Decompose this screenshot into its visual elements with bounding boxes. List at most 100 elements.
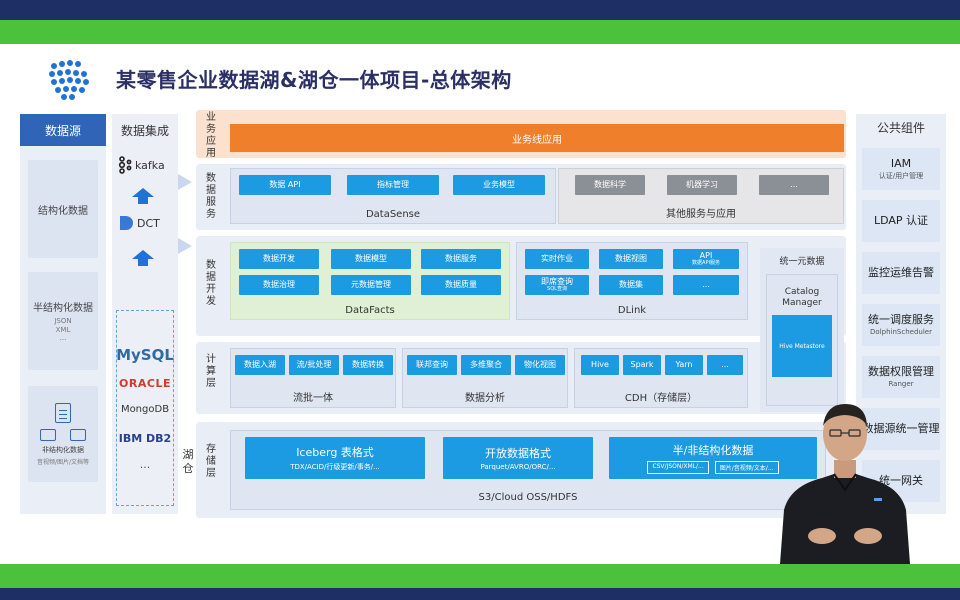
api-chip-label: API (699, 250, 713, 260)
ibm-db2-logo: IBM DB2 (118, 432, 172, 445)
integration-column: 数据集成 kafka DCT MySQL ORACLE MongoDB IBM … (112, 114, 178, 514)
component-sub: Ranger (888, 379, 914, 388)
compute-chip: 数据入湖 (235, 355, 285, 375)
component-datasource: 数据源统一管理 (862, 408, 940, 450)
storage-panel: Iceberg 表格式 TDX/ACID/行级更新/事务/... 开放数据格式 … (230, 430, 826, 510)
dev-layer-label: 数据开发 (206, 260, 216, 307)
hive-metastore-chip: Hive Metastore (772, 315, 832, 377)
slide: 某零售企业数据湖&湖仓一体项目-总体架构 数据源 结构化数据 半结构化数据 JS… (0, 44, 960, 564)
unstructured-format-box: 图片/音视频/文本/... (714, 461, 779, 474)
image-icon (40, 428, 56, 441)
datafacts-panel: 数据开发 数据模型 数据服务 数据治理 元数据管理 数据质量 DataFacts (230, 242, 510, 320)
top-green-bar (0, 20, 960, 44)
dlink-label: DLink (617, 305, 647, 316)
catalog-manager-label: Catalog Manager (782, 287, 822, 308)
dev-chip: 数据集 (599, 275, 663, 295)
semi-sub-json: JSON (54, 317, 72, 326)
dct-icon (120, 216, 133, 230)
compute-layer-label: 计算层 (206, 354, 216, 389)
batch-stream-label: 流批一体 (293, 393, 333, 404)
catalog-manager-box: Catalog Manager Hive Metastore (766, 274, 838, 406)
semi-sub-xml: XML (55, 325, 71, 334)
datafacts-label: DataFacts (345, 305, 395, 316)
kafka-label: kafka (135, 158, 165, 172)
page-title: 某零售企业数据湖&湖仓一体项目-总体架构 (116, 68, 512, 92)
compute-chip: 多维聚合 (461, 355, 511, 375)
structured-data-box: 结构化数据 (28, 160, 98, 258)
storage-layer-label: 存储层 (206, 444, 216, 479)
unstructured-sub: 音视频/图片/文档等 (36, 458, 90, 466)
bottom-band (0, 588, 960, 600)
component-title: 监控运维告警 (868, 265, 934, 279)
dev-chip: ... (673, 275, 739, 295)
catalog-title: 统一元数据 (779, 257, 825, 267)
component-iam: IAM 认证/用户管理 (862, 148, 940, 190)
dev-chip: 实时作业 (525, 249, 589, 269)
semi-format-box: CSV/JSON/XML/... (647, 461, 709, 474)
iceberg-sub: TDX/ACID/行级更新/事务/... (290, 463, 380, 471)
dct-label: DCT (137, 216, 160, 230)
cdh-panel: Hive Spark Yarn ... CDH（存储层） (574, 348, 748, 408)
architecture-layers: 业务应用 业务线应用 数据服务 数据 API 指标管理 业务模型 DataSen… (196, 110, 846, 518)
analysis-label: 数据分析 (465, 393, 505, 404)
component-scheduler: 统一调度服务 DolphinScheduler (862, 304, 940, 346)
semi-structured-box: 半结构化数据 JSON XML ... (28, 272, 98, 370)
common-components-header: 公共组件 (876, 120, 925, 135)
up-arrow-icon (132, 250, 154, 266)
service-layer: 数据服务 数据 API 指标管理 业务模型 DataSense 数据科学 机器学… (196, 164, 846, 230)
compute-chip: Hive (581, 355, 619, 375)
adhoc-chip-label: 即席查询 (541, 276, 573, 286)
analysis-panel: 联邦查询 多维聚合 物化视图 数据分析 (402, 348, 568, 408)
oracle-logo: ORACLE (119, 377, 171, 390)
component-title: IAM (890, 157, 912, 171)
open-format-sub: Parquet/AVRO/ORC/... (480, 463, 556, 471)
business-app-bar: 业务线应用 (230, 124, 844, 152)
mysql-logo: MySQL (116, 346, 174, 364)
component-title: 统一调度服务 (868, 313, 934, 327)
dev-chip: 数据质量 (421, 275, 501, 295)
component-monitoring: 监控运维告警 (862, 252, 940, 294)
database-group (116, 310, 174, 506)
dct-item: DCT (118, 214, 160, 232)
dlink-panel: 实时作业 数据视图 API 数据API服务 即席查询 SQL查询 数据集 ...… (516, 242, 748, 320)
component-ranger: 数据权限管理 Ranger (862, 356, 940, 398)
dev-chip: 数据模型 (331, 249, 411, 269)
data-source-header: 数据源 (20, 114, 106, 146)
open-format-title: 开放数据格式 (485, 447, 551, 460)
service-chip: 业务模型 (453, 175, 545, 195)
other-services-label: 其他服务与应用 (666, 209, 736, 220)
data-source-column: 数据源 结构化数据 半结构化数据 JSON XML ... 非结构化数据 音视频… (20, 114, 106, 514)
bottom-green-bar (0, 564, 960, 588)
semi-unstructured-title: 半/非结构化数据 (672, 444, 754, 457)
kafka-item: kafka (118, 156, 165, 174)
more-databases: ... (139, 458, 151, 471)
logo-icon (49, 60, 89, 100)
dev-chip: 数据视图 (599, 249, 663, 269)
document-icon (55, 402, 71, 423)
datasense-label: DataSense (365, 209, 421, 220)
semi-structured-label: 半结构化数据 (33, 303, 93, 315)
dev-chip: 数据服务 (421, 249, 501, 269)
right-arrow-icon (178, 174, 192, 190)
unstructured-label: 非结构化数据 (42, 445, 84, 454)
semi-unstructured-chip: 半/非结构化数据 CSV/JSON/XML/... 图片/音视频/文本/... (609, 437, 817, 479)
business-layer: 业务应用 业务线应用 (196, 110, 846, 159)
iceberg-title: Iceberg 表格式 (296, 446, 374, 459)
api-chip-sub: 数据API服务 (692, 259, 720, 266)
compute-layer: 计算层 数据入湖 流/批处理 数据转换 流批一体 联邦查询 多维聚合 物化视图 … (196, 342, 846, 414)
dev-chip: API 数据API服务 (673, 249, 739, 269)
service-chip: ... (759, 175, 829, 195)
dev-chip: 数据治理 (239, 275, 319, 295)
dev-layer: 数据开发 数据开发 数据模型 数据服务 数据治理 元数据管理 数据质量 Data… (196, 236, 846, 336)
up-arrow-icon (132, 188, 154, 204)
catalog-panel: 统一元数据 Catalog Manager Hive Metastore (760, 248, 844, 412)
kafka-icon (118, 156, 132, 174)
service-chip: 机器学习 (667, 175, 737, 195)
component-title: 统一网关 (879, 473, 923, 487)
adhoc-chip-sub: SQL查询 (547, 285, 567, 292)
dev-chip: 元数据管理 (331, 275, 411, 295)
component-sub: 认证/用户管理 (878, 171, 924, 180)
right-arrow-icon (178, 238, 192, 254)
compute-chip: 流/批处理 (289, 355, 339, 375)
business-layer-label: 业务应用 (206, 112, 216, 159)
